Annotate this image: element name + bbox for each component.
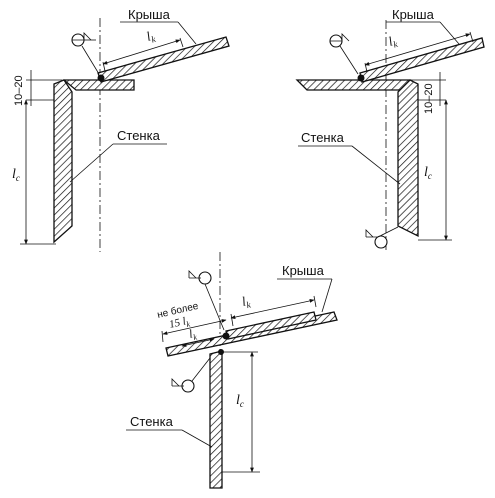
roof-label: Крыша: [128, 7, 171, 22]
wall-label: Стенка: [130, 414, 174, 429]
detail-top-right: lk Крыша 10–20 lc Стенка: [295, 7, 485, 252]
dim-lk: lk: [240, 292, 252, 311]
roof-sheet: [359, 37, 485, 83]
dim-lk: lk: [144, 27, 157, 46]
dim-lk-small: lk: [188, 326, 199, 343]
gap-dimension: 10–20: [13, 75, 25, 106]
dim-lc: lc: [12, 167, 20, 183]
weld-bead: [218, 349, 224, 355]
dim-line-lk: [102, 39, 181, 65]
dim-line-lk: [364, 33, 471, 66]
dim-lc: lc: [236, 393, 244, 409]
angle-horizontal-leg: [295, 79, 412, 91]
dim-lc: lc: [424, 165, 432, 181]
gap-dimension: 10–20: [423, 83, 435, 114]
weld-bead: [357, 74, 365, 82]
wall-plate: [397, 79, 419, 238]
roof-label: Крыша: [282, 263, 325, 278]
wall-label: Стенка: [301, 130, 345, 145]
dim-line-lk: [230, 299, 315, 319]
wall-label: Стенка: [117, 128, 161, 143]
dim-lk: lk: [386, 32, 399, 51]
angle-horizontal-leg: [62, 79, 135, 91]
dim-line-15lk: [162, 319, 227, 335]
weld-symbol-icon: [374, 235, 388, 249]
wall-plate: [209, 350, 223, 489]
roof-label: Крыша: [392, 7, 435, 22]
dim-line-lk-small: [181, 338, 215, 347]
detail-top-left: lk Крыша 10–20 lc Стенка: [12, 7, 230, 252]
weld-bead: [97, 74, 105, 82]
weld-bead: [222, 332, 230, 340]
detail-bottom: Крыша lk не более 15 lk lk lc Стенка: [126, 252, 338, 490]
wall-plate: [53, 79, 73, 244]
